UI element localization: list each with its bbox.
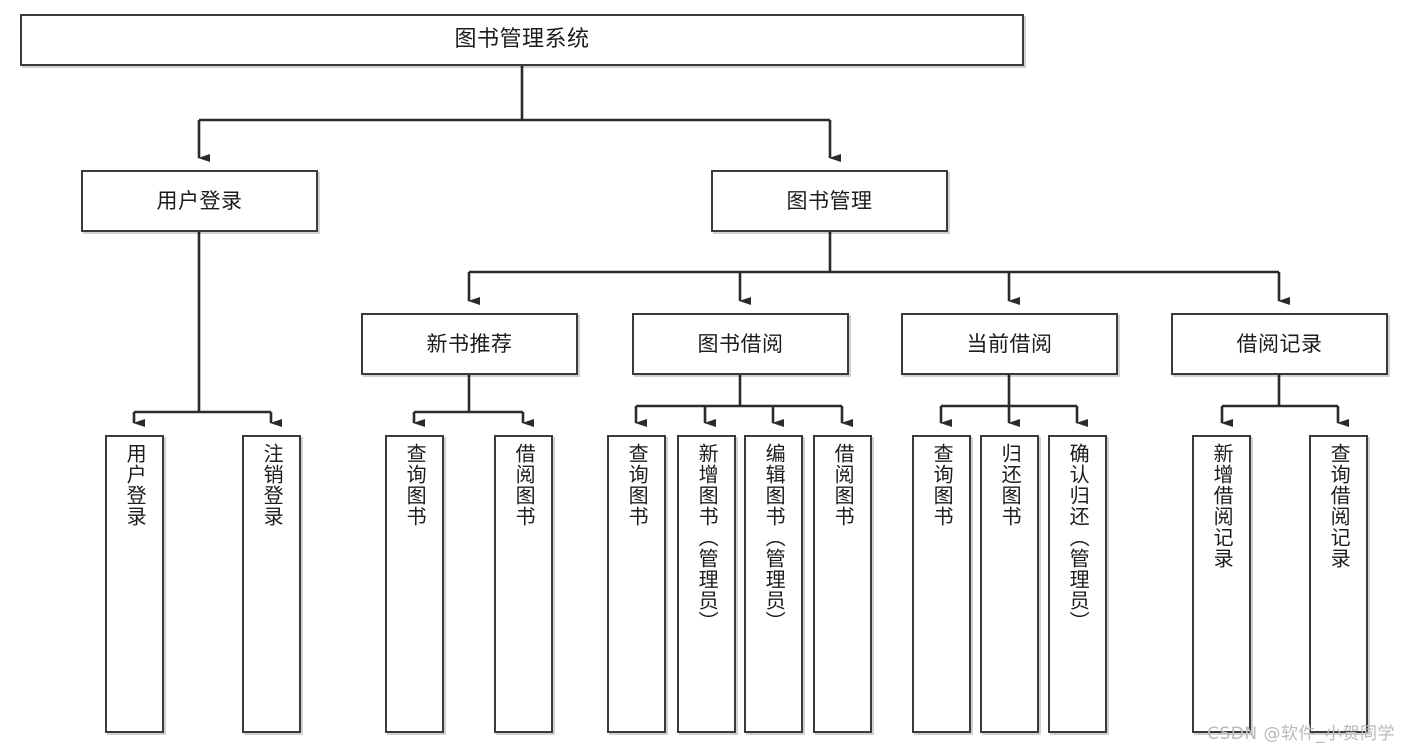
leaf-query-book-current[interactable]: 查询图书 (912, 435, 971, 733)
leaf-borrow-book-borrow[interactable]: 借阅图书 (813, 435, 872, 733)
leaf-query-book-borrow-label: 查询图书 (625, 443, 650, 527)
leaf-borrow-book-newbook[interactable]: 借阅图书 (494, 435, 553, 733)
leaf-add-borrow-record-label: 新增借阅记录 (1210, 443, 1235, 569)
node-user-login-label: 用户登录 (156, 188, 243, 213)
node-root[interactable]: 图书管理系统 (20, 14, 1024, 66)
leaf-user-login[interactable]: 用户登录 (105, 435, 164, 733)
leaf-borrow-book-newbook-label: 借阅图书 (512, 443, 537, 527)
leaf-add-book-admin-label: 新增图书（管理员） (695, 443, 720, 632)
node-user-login[interactable]: 用户登录 (81, 170, 318, 232)
node-new-book-recommend[interactable]: 新书推荐 (361, 313, 578, 375)
leaf-add-borrow-record[interactable]: 新增借阅记录 (1192, 435, 1251, 733)
node-new-book-recommend-label: 新书推荐 (426, 331, 513, 356)
leaf-logout[interactable]: 注销登录 (242, 435, 301, 733)
leaf-query-borrow-record-label: 查询借阅记录 (1327, 443, 1352, 569)
leaf-confirm-return-admin-label: 确认归还（管理员） (1066, 443, 1091, 632)
node-borrow-record[interactable]: 借阅记录 (1171, 313, 1388, 375)
leaf-return-book-label: 归还图书 (998, 443, 1023, 527)
node-current-borrow[interactable]: 当前借阅 (901, 313, 1118, 375)
leaf-query-book-newbook[interactable]: 查询图书 (385, 435, 444, 733)
leaf-query-borrow-record[interactable]: 查询借阅记录 (1309, 435, 1368, 733)
leaf-logout-label: 注销登录 (260, 443, 285, 527)
leaf-edit-book-admin-label: 编辑图书（管理员） (762, 443, 787, 632)
leaf-query-book-current-label: 查询图书 (930, 443, 955, 527)
node-borrow-record-label: 借阅记录 (1236, 331, 1323, 356)
leaf-return-book[interactable]: 归还图书 (980, 435, 1039, 733)
leaf-borrow-book-borrow-label: 借阅图书 (831, 443, 856, 527)
leaf-edit-book-admin[interactable]: 编辑图书（管理员） (744, 435, 803, 733)
node-book-borrow[interactable]: 图书借阅 (632, 313, 849, 375)
node-book-borrow-label: 图书借阅 (697, 331, 784, 356)
watermark-text: CSDN @软件_小贺同学 (1207, 724, 1395, 744)
node-book-management-label: 图书管理 (786, 188, 873, 213)
leaf-query-book-newbook-label: 查询图书 (403, 443, 428, 527)
leaf-confirm-return-admin[interactable]: 确认归还（管理员） (1048, 435, 1107, 733)
leaf-add-book-admin[interactable]: 新增图书（管理员） (677, 435, 736, 733)
node-root-label: 图书管理系统 (454, 27, 590, 53)
leaf-query-book-borrow[interactable]: 查询图书 (607, 435, 666, 733)
leaf-user-login-label: 用户登录 (123, 443, 148, 527)
node-current-borrow-label: 当前借阅 (966, 331, 1053, 356)
node-book-management[interactable]: 图书管理 (711, 170, 948, 232)
